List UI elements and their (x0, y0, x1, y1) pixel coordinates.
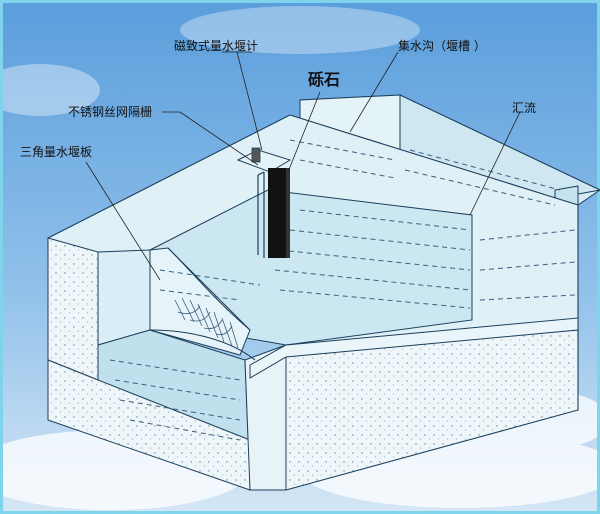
flowmeter-gauge (236, 147, 292, 258)
v-notch-weir-plate (149, 247, 256, 361)
leader-lines (85, 51, 521, 281)
label-collection-channel: 集水沟（堰槽 ） (398, 38, 486, 53)
mesh-screen (257, 171, 265, 258)
label-v-notch-weir: 三角量水堰板 (20, 145, 92, 159)
water-dashes (109, 139, 576, 441)
gauge-tube (268, 168, 290, 258)
label-mesh-screen: 不锈钢丝网隔栅 (68, 104, 152, 119)
label-flowmeter: 磁致式量水堰计 (174, 38, 258, 53)
label-confluence: 汇流 (512, 101, 536, 115)
label-gravel: 砾石 (308, 70, 340, 89)
overflow-spray (174, 297, 239, 349)
